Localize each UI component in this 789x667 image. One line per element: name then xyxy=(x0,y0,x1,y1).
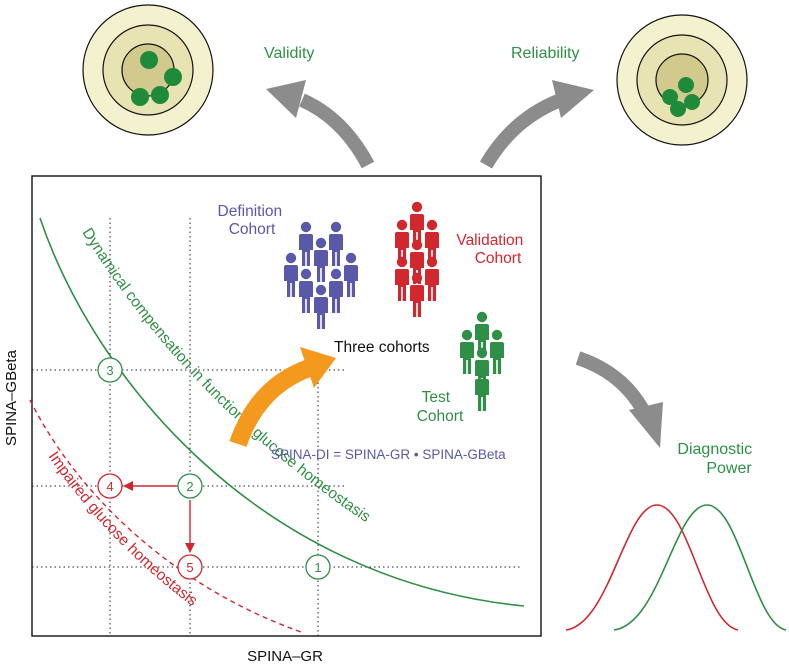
reliability-label: Reliability xyxy=(511,45,579,62)
orange-arrowhead xyxy=(300,347,336,388)
person-icon xyxy=(425,219,439,264)
person-icon xyxy=(475,366,489,411)
hit-dot xyxy=(678,77,694,93)
person-icon xyxy=(410,272,424,317)
validation-cohort-label: Validation Cohort xyxy=(456,232,527,267)
svg-text:1: 1 xyxy=(314,560,321,575)
point-3: 3 xyxy=(97,357,123,383)
reliability-arrow xyxy=(479,94,561,169)
svg-text:3: 3 xyxy=(106,363,113,378)
definition-cohort-label: Definition Cohort xyxy=(218,203,287,238)
person-icon xyxy=(475,311,489,356)
hit-dot xyxy=(151,86,169,104)
red-arrows xyxy=(123,481,195,553)
person-icon xyxy=(460,329,474,374)
hit-dot xyxy=(662,89,678,105)
svg-text:2: 2 xyxy=(186,479,193,494)
person-icon xyxy=(410,201,424,246)
point-5: 5 xyxy=(177,554,203,580)
x-axis-label: SPINA–GR xyxy=(247,648,323,665)
person-icon xyxy=(425,256,439,301)
grid-lines xyxy=(32,218,522,636)
hit-dot xyxy=(140,51,158,69)
person-icon xyxy=(299,268,313,313)
validation-cohort-people xyxy=(395,201,439,317)
reliability-target xyxy=(616,14,748,146)
person-icon xyxy=(395,256,409,301)
person-icon xyxy=(299,221,313,266)
impaired-curve xyxy=(29,399,305,634)
formula: SPINA-DI = SPINA-GR • SPINA-GBeta xyxy=(271,447,506,462)
person-icon xyxy=(284,252,298,297)
validity-arrowhead xyxy=(266,80,306,118)
diagnostic-arrowhead xyxy=(629,402,663,448)
person-icon xyxy=(395,219,409,264)
three-cohorts-label: Three cohorts xyxy=(334,339,430,356)
orange-arrow xyxy=(229,358,316,448)
validity-target xyxy=(82,4,214,136)
green-distribution-curve xyxy=(613,504,787,631)
hit-dot xyxy=(131,88,149,106)
validity-arrow xyxy=(299,93,375,169)
hit-dot xyxy=(670,101,686,117)
person-icon xyxy=(344,252,358,297)
svg-text:5: 5 xyxy=(186,560,193,575)
diagnostic-arrow xyxy=(575,351,651,416)
diagnostic-power-label: Diagnostic Power xyxy=(677,441,756,477)
test-cohort-people xyxy=(460,311,504,411)
red-distribution-curve xyxy=(565,504,739,631)
person-icon xyxy=(314,284,328,329)
compensation-curve xyxy=(39,217,525,607)
svg-text:4: 4 xyxy=(106,479,113,494)
validity-label: Validity xyxy=(264,45,314,62)
person-icon xyxy=(329,221,343,266)
point-2: 2 xyxy=(177,473,203,499)
definition-cohort-people xyxy=(284,221,358,329)
y-axis-label: SPINA–GBeta xyxy=(3,349,20,446)
hit-dot xyxy=(684,94,700,110)
person-icon xyxy=(490,329,504,374)
point-1: 1 xyxy=(305,554,331,580)
point-4: 4 xyxy=(97,473,123,499)
hit-dot xyxy=(164,68,182,86)
reliability-arrowhead xyxy=(552,80,594,118)
plot-frame xyxy=(31,175,542,637)
test-cohort-label: Test Cohort xyxy=(417,389,464,425)
person-icon xyxy=(314,237,328,282)
person-icon xyxy=(329,268,343,313)
